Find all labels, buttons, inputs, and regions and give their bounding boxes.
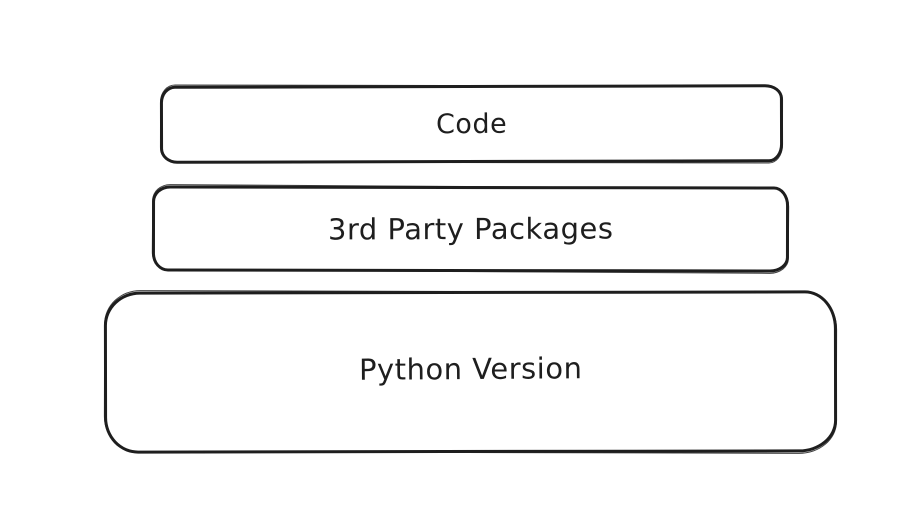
layer-label-third-party-packages: 3rd Party Packages [327, 211, 614, 247]
layer-label-code: Code [435, 108, 508, 140]
layer-box-third-party-packages: 3rd Party Packages [151, 185, 790, 273]
layer-label-python-version: Python Version [358, 351, 583, 387]
layer-box-python-version: Python Version [103, 290, 838, 454]
layer-box-code: Code [159, 84, 784, 164]
